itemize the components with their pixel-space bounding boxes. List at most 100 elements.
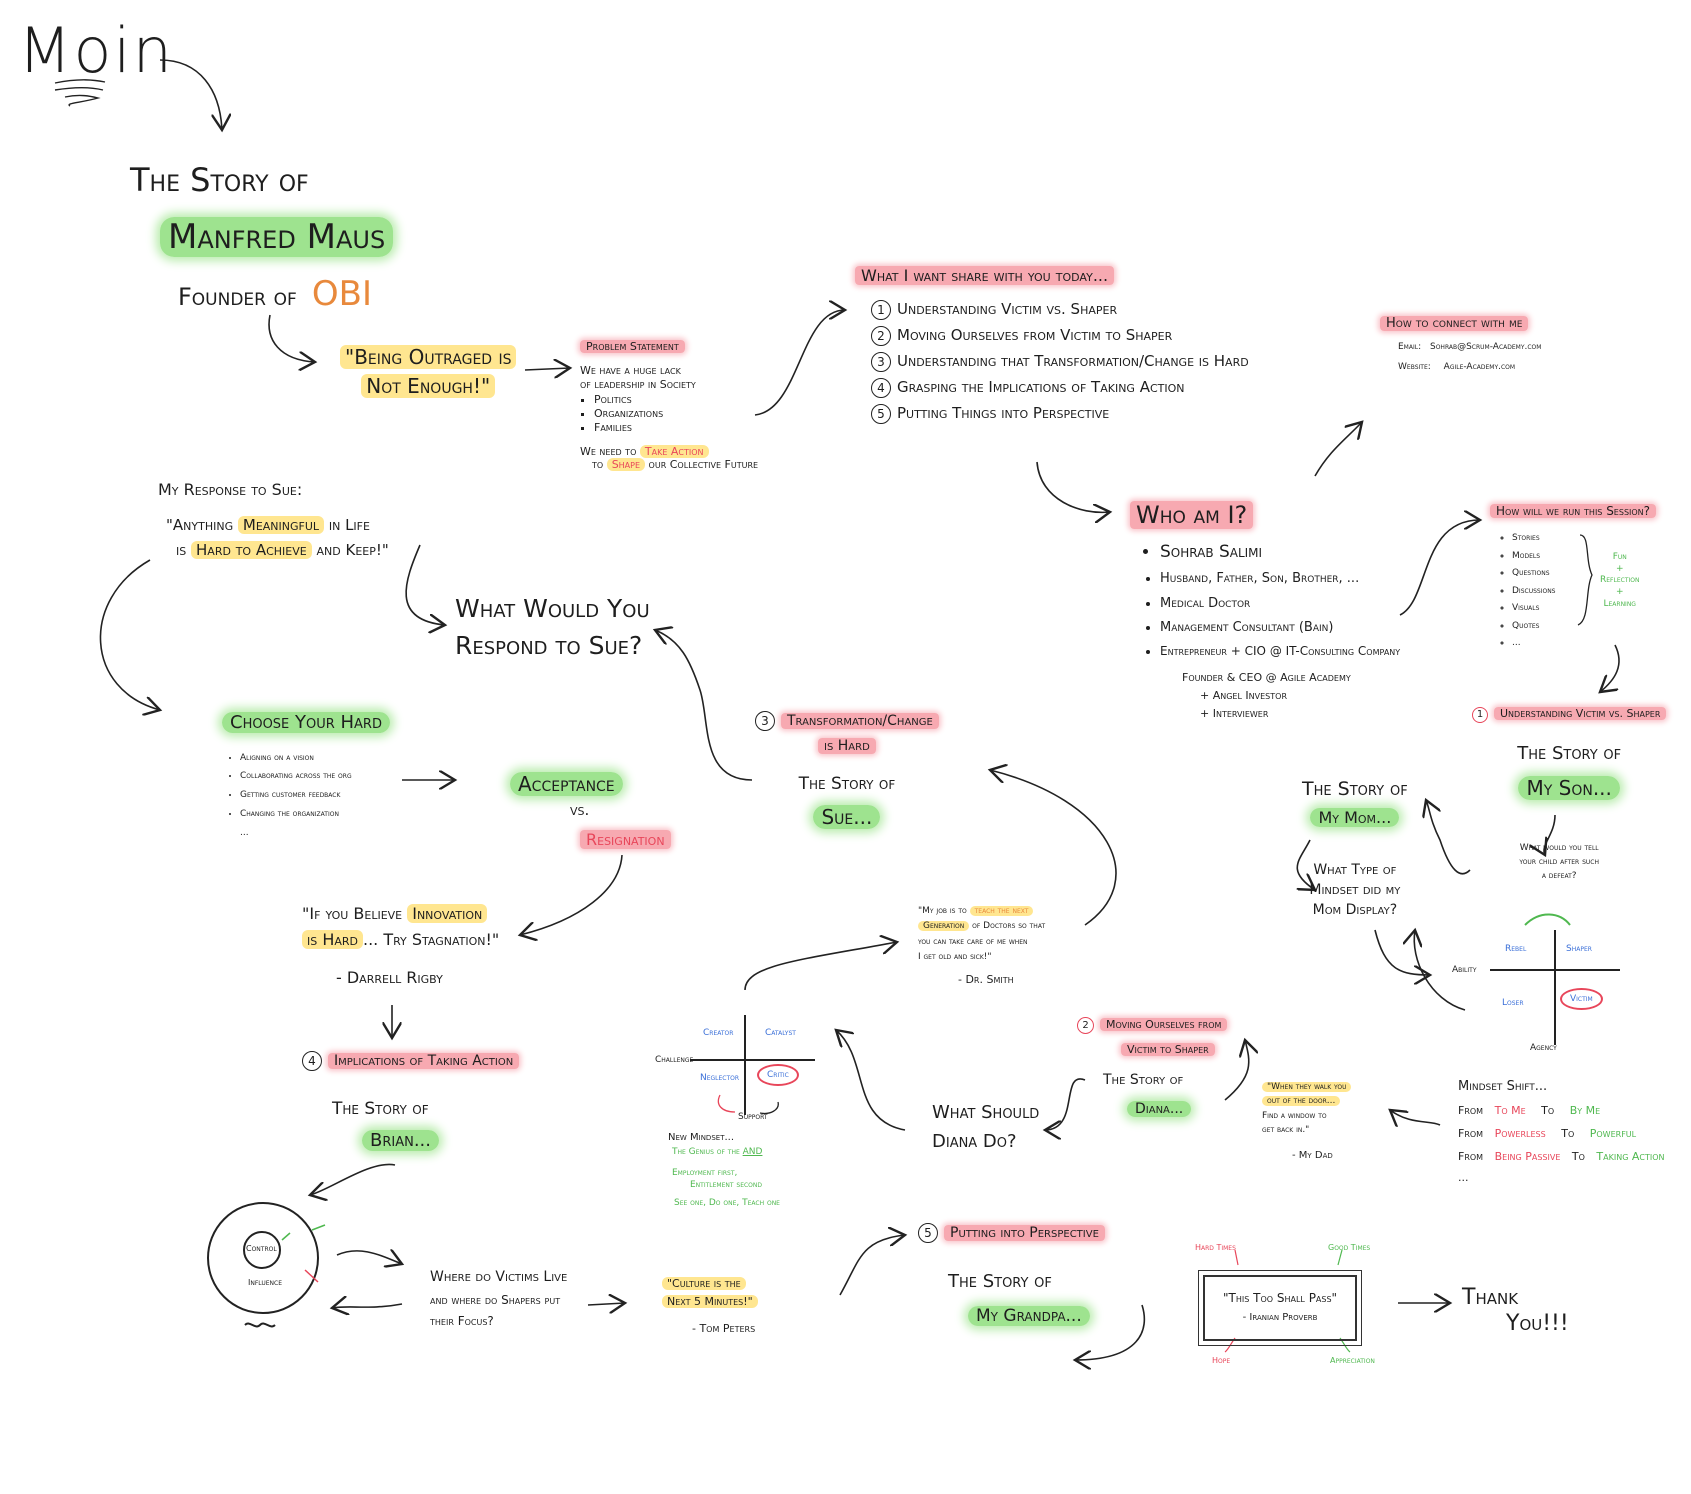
victims-l2: and where do Shapers put — [430, 1292, 561, 1307]
session-format: How will we run this Session? Stories Mo… — [1490, 500, 1657, 653]
shift-to: To — [1571, 1150, 1585, 1163]
choose-item: Collaborating across the org — [240, 767, 390, 786]
session-goal-learning: Learning — [1603, 598, 1636, 609]
session-item: Models — [1512, 548, 1656, 566]
understanding-heading-text: Understanding Victim vs. Shaper — [1494, 707, 1667, 720]
shift-from: From — [1458, 1150, 1484, 1163]
who-list: Sohrab Salimi Husband, Father, Son, Brot… — [1146, 542, 1400, 659]
shift-b: By Me — [1569, 1104, 1601, 1117]
moving-num: 2 — [1077, 1017, 1094, 1034]
grandpa-name: My Grandpa... — [968, 1305, 1090, 1326]
stagnation-quote: "If you Believe Innovation is Hard... Tr… — [302, 904, 499, 988]
founder-prefix: Founder of — [178, 282, 297, 311]
mom-question: What Type of Mindset did my Mom Display? — [1302, 860, 1408, 921]
circle-inner-label: Control — [246, 1244, 277, 1253]
problem-statement: Problem Statement We have a huge lack of… — [580, 340, 758, 472]
founder-line: Founder of OBI — [178, 273, 393, 316]
problem-list: Politics Organizations Families — [580, 393, 758, 434]
shift-b: Powerful — [1589, 1127, 1637, 1140]
quadrant-rebel: Rebel — [1505, 944, 1527, 954]
agency-y-label: Agency — [1530, 1043, 1557, 1053]
proverb-source: - Iranian Proverb — [1242, 1312, 1318, 1323]
son-question: What would you tell your child after suc… — [1452, 841, 1666, 884]
response-quote-pre: "Anything — [166, 516, 234, 534]
agenda-num: 1 — [871, 300, 891, 320]
shift-row: From Powerless To Powerful — [1458, 1128, 1665, 1139]
session-goals: Fun + Reflection + Learning — [1600, 552, 1639, 610]
website-row: Website: Agile-Academy.com — [1398, 362, 1541, 373]
diana-story: The Story of — [1103, 1072, 1184, 1088]
shift-to: To — [1561, 1127, 1575, 1140]
new-mindset: New Mindset... — [668, 1132, 735, 1143]
genius-and: AND — [742, 1147, 763, 1157]
mom-story-label: The Story of — [1302, 778, 1408, 800]
genius-pre: The Genius of the — [672, 1147, 740, 1157]
shift-a: Powerless — [1494, 1127, 1546, 1140]
problem-line2: of leadership in Society — [580, 377, 696, 391]
sue-name: Sue... — [813, 804, 881, 829]
diana-q2: Diana Do? — [932, 1130, 1017, 1152]
dad-l2: out of the door... — [1262, 1096, 1341, 1107]
email-row: Email: Sohrab@Scrum-Academy.com — [1398, 342, 1541, 353]
response-quote-mid: in Life — [328, 516, 370, 534]
victims-l1: Where do Victims Live — [430, 1269, 568, 1285]
smith-line1: "My job is to teach the next — [918, 904, 1045, 919]
problem-heading: Problem Statement — [580, 340, 685, 353]
thank-you: Thank You!!! — [1462, 1285, 1569, 1338]
critic-ring: Critic — [757, 1064, 799, 1086]
mindset-y-label: Challenge — [655, 1055, 694, 1065]
culture-l1: "Culture is the — [662, 1277, 746, 1290]
response-heading: My Response to Sue: — [158, 480, 303, 499]
perspective-heading-text: Putting into Perspective — [944, 1225, 1105, 1241]
victims-l3: their Focus? — [430, 1313, 494, 1328]
stagnation-author: - Darrell Rigby — [336, 968, 443, 987]
smith-author: - Dr. Smith — [958, 973, 1014, 987]
respond-line2: Respond to Sue? — [455, 631, 643, 661]
appreciation-label: Appreciation — [1330, 1356, 1375, 1365]
choose-item: Changing the organization — [240, 805, 390, 824]
diana-name: Diana... — [1127, 1100, 1192, 1117]
story-manfred: The Story of Manfred Maus Founder of OBI — [130, 160, 394, 316]
session-list: Stories Models Questions Discussions Vis… — [1498, 530, 1656, 653]
victims-question: Where do Victims Live and where do Shape… — [430, 1265, 567, 1332]
mom-q2: Mindset did my — [1309, 882, 1401, 899]
choose-item: ... — [240, 828, 249, 839]
agenda-num: 2 — [871, 326, 891, 346]
acceptance-word: Acceptance — [510, 772, 623, 796]
shift-b: Taking Action — [1596, 1150, 1665, 1163]
dad-l4: get back in." — [1262, 1125, 1310, 1136]
stagnation-post: ... Try Stagnation!" — [362, 930, 500, 949]
who-heading: Who am I? — [1130, 501, 1254, 529]
proverb-quote: "This Too Shall Pass" — [1223, 1291, 1338, 1305]
response-hl1: Meaningful — [237, 516, 325, 534]
smith-line3: you can take care of me when — [918, 936, 1028, 947]
shift-from: From — [1458, 1127, 1484, 1140]
stagnation-hl2: is Hard — [302, 930, 363, 949]
son-name: My Son... — [1518, 775, 1620, 800]
moving-heading: 2 Moving Ourselves from — [1077, 1013, 1228, 1034]
quote-outraged: "Being Outraged is Not Enough!" — [340, 345, 517, 399]
stagnation-pre: "If you Believe — [302, 904, 403, 923]
session-item: Stories — [1512, 530, 1656, 548]
circle-outer-label: Influence — [248, 1278, 282, 1287]
response-hl2: Hard to Achieve — [191, 540, 312, 559]
transformation-num: 3 — [755, 711, 775, 731]
connect-heading: How to connect with me — [1380, 316, 1529, 331]
session-item: Discussions — [1512, 583, 1656, 601]
quote-outraged-line2: Not Enough!" — [361, 374, 496, 398]
session-goal-fun: Fun — [1612, 552, 1627, 562]
son-story: The Story of — [1517, 743, 1622, 764]
proverb-box: "This Too Shall Pass" - Iranian Proverb — [1197, 1270, 1363, 1346]
moving-heading-1: Moving Ourselves from — [1100, 1018, 1228, 1031]
quadrant-neglector: Neglector — [700, 1073, 740, 1083]
to-prefix: to — [592, 458, 604, 472]
hard-times-label: Hard Times — [1195, 1243, 1236, 1252]
problem-item: Politics — [594, 393, 758, 407]
transformation-heading-2: is Hard — [818, 738, 876, 754]
